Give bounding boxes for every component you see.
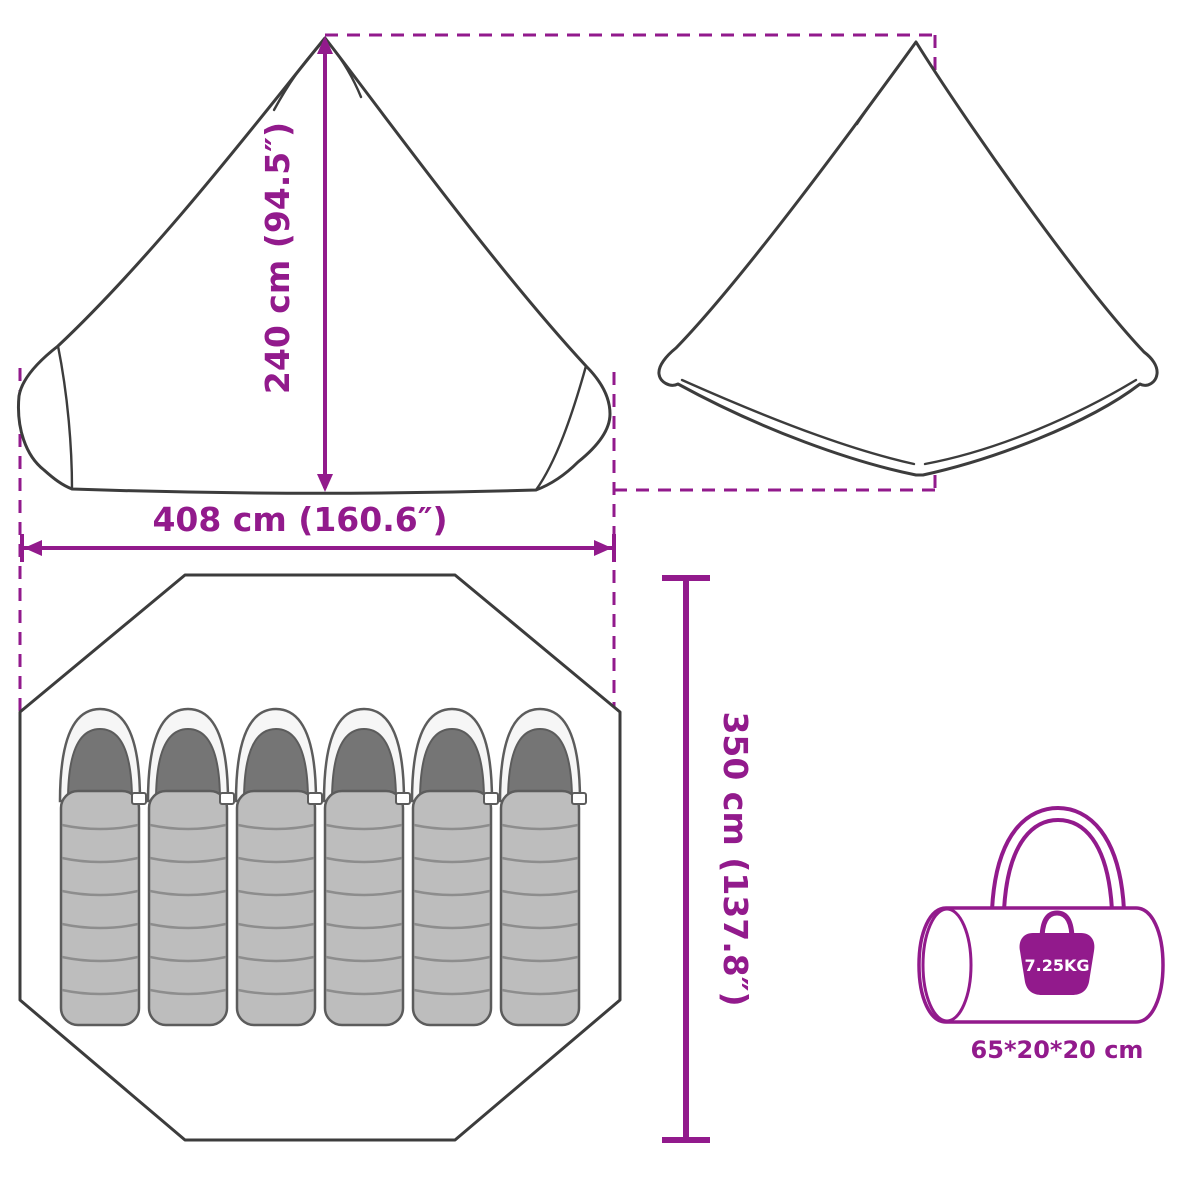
tent-side-vent-seam xyxy=(855,47,913,126)
sleeping-bag xyxy=(410,707,500,1027)
height-arrow-up-icon xyxy=(317,36,333,54)
sleeping-bag xyxy=(498,707,588,1027)
height-arrow-down-icon xyxy=(317,474,333,492)
floor-plan xyxy=(18,573,622,1142)
depth-dimension: 350 cm (137.8″) xyxy=(662,575,755,1143)
tent-side-base-left xyxy=(680,378,916,466)
height-dimension: 240 cm (94.5″) xyxy=(258,36,333,492)
width-dimension: 408 cm (160.6″) xyxy=(20,500,616,562)
sleeping-bag xyxy=(58,707,148,1027)
floor-depth-label: 350 cm (137.8″) xyxy=(716,711,755,1006)
tent-front-view xyxy=(16,36,612,495)
sleeping-bag xyxy=(234,707,324,1027)
tent-front-right-fold xyxy=(534,364,588,492)
pack-dimensions-label: 65*20*20 cm xyxy=(971,1036,1144,1064)
tent-side-view xyxy=(657,40,1159,477)
carry-bag-handle-outer xyxy=(990,805,1126,911)
weight-body-shape xyxy=(1019,933,1095,995)
pack-weight-label: 7.25KG xyxy=(1024,956,1089,975)
tent-front-left-seam xyxy=(272,44,321,112)
tent-width-label: 408 cm (160.6″) xyxy=(152,500,447,539)
sleeping-bag xyxy=(146,707,236,1027)
tent-side-outline xyxy=(657,40,1159,477)
weight-icon: 7.25KG xyxy=(1019,910,1095,995)
sleeping-bag xyxy=(322,707,412,1027)
tent-front-right-seam xyxy=(329,44,363,99)
width-arrow-right-icon xyxy=(594,540,612,556)
weight-handle-icon xyxy=(1039,910,1075,941)
width-arrow-left-icon xyxy=(24,540,42,556)
tent-height-label: 240 cm (94.5″) xyxy=(258,122,297,394)
carry-bag: 7.25KG 65*20*20 cm xyxy=(917,805,1165,1064)
carry-bag-end-cap xyxy=(921,907,973,1023)
tent-front-left-fold xyxy=(56,344,74,491)
tent-front-outline xyxy=(16,36,612,495)
carry-bag-handle-inner xyxy=(1002,817,1114,911)
tent-side-base-right xyxy=(923,378,1138,466)
